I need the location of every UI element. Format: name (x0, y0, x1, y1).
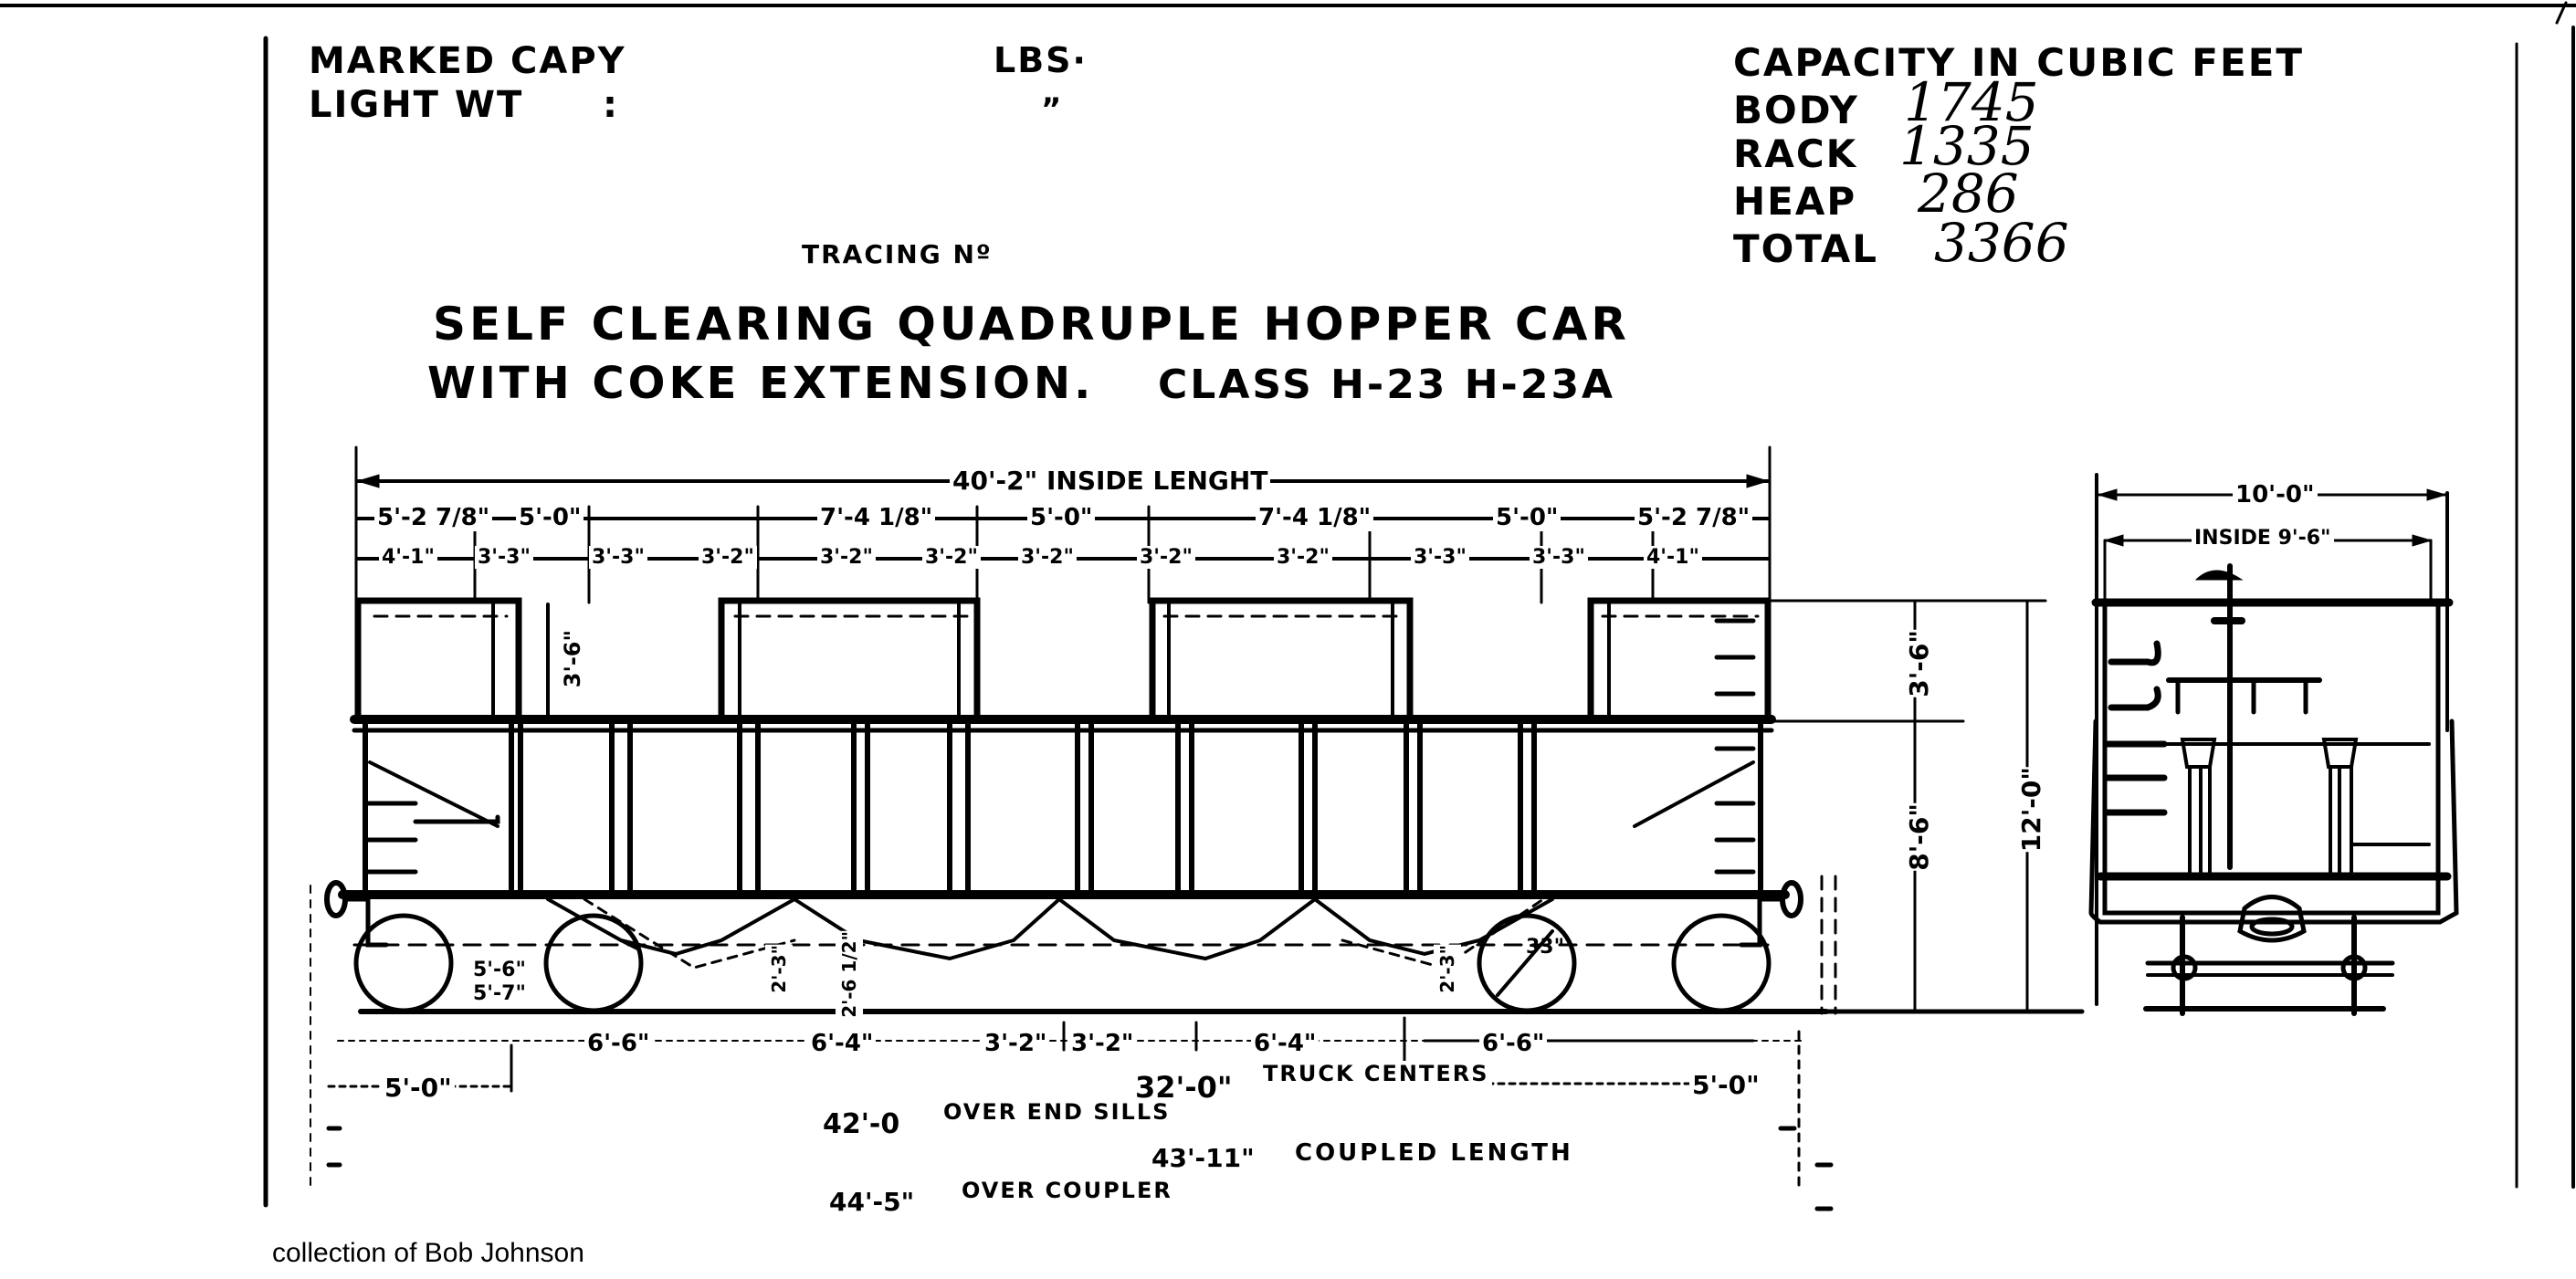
lower-dim-2: 3'-3" (475, 546, 533, 569)
capacity-total-label: TOTAL (1733, 226, 1879, 271)
drawing-title-line-2: WITH COKE EXTENSION. (427, 358, 1095, 409)
extension-height-dimension-right: 3'-6" (1901, 630, 1937, 697)
lower-dim-7: 3'-2" (1018, 546, 1077, 569)
capacity-heap-label: HEAP (1733, 179, 1857, 224)
inside-length-dimension: 40'-2" INSIDE LENGHT (950, 466, 1271, 496)
overhang-right-dimension: 5'-0" (1689, 1070, 1762, 1100)
lower-dim-8: 3'-2" (1137, 546, 1195, 569)
drawing-title-line-1: SELF CLEARING QUADRUPLE HOPPER CAR (433, 298, 1630, 351)
bottom-dim-3: 3'-2" (982, 1030, 1050, 1057)
end-view-outside-width: 10'-0" (2233, 481, 2318, 508)
capacity-total-value: 3366 (1934, 212, 2069, 274)
light-weight-colon: : (603, 84, 619, 126)
marked-capacity-label: MARKED CAPY (309, 40, 626, 82)
lower-dim-4: 3'-2" (699, 546, 757, 569)
lower-dim-9: 3'-2" (1274, 546, 1332, 569)
capacity-body-value: 1745 (1904, 71, 2039, 133)
lbs-ditto-mark: ” (1041, 91, 1064, 128)
capacity-title: CAPACITY IN CUBIC FEET (1733, 40, 2305, 85)
upper-dim-1: 5'-2 7/8" (374, 504, 493, 531)
tracing-number-label: TRACING Nº (802, 239, 993, 269)
capacity-body-label: BODY (1733, 88, 1859, 132)
upper-dim-4: 5'-0" (1027, 504, 1096, 531)
truck-centers-label: TRUCK CENTERS (1260, 1061, 1492, 1086)
bottom-dim-2: 6'-4" (808, 1030, 877, 1057)
over-end-sills-value: 42'-0 (820, 1108, 903, 1140)
lower-dim-3: 3'-3" (589, 546, 647, 569)
hopper-clearance-1: 2'-3" (765, 945, 793, 993)
lower-dim-1: 4'-1" (379, 546, 437, 569)
lower-dim-12: 4'-1" (1644, 546, 1702, 569)
wheel-dim-lower: 5'-7" (470, 982, 529, 1005)
body-height-dimension: 8'-6" (1901, 803, 1937, 871)
coupled-length-value: 43'-11" (1149, 1143, 1257, 1173)
over-end-sills-label: OVER END SILLS (941, 1099, 1173, 1125)
overall-height-dimension: 12'-0" (2013, 767, 2049, 853)
upper-dim-7: 5'-2 7/8" (1635, 504, 1753, 531)
wheel-diameter-dimension: 33" (1526, 936, 1565, 959)
wheel-1 (353, 913, 454, 1013)
lower-dim-10: 3'-3" (1411, 546, 1469, 569)
capacity-rack-label: RACK (1733, 131, 1858, 176)
end-view-inside-width: INSIDE 9'-6" (2192, 527, 2334, 550)
upper-dim-2: 5'-0" (516, 504, 584, 531)
coupled-length-label: COUPLED LENGTH (1292, 1139, 1576, 1167)
collection-credit: collection of Bob Johnson (272, 1238, 584, 1268)
capacity-rack-value: 1335 (1899, 115, 2035, 177)
bottom-dim-6: 6'-6" (1479, 1030, 1548, 1057)
light-weight-label: LIGHT WT (309, 84, 524, 126)
bottom-dim-5: 6'-4" (1251, 1030, 1320, 1057)
bottom-dim-1: 6'-6" (584, 1030, 653, 1057)
wheel-dim-upper: 5'-6" (470, 959, 529, 981)
hopper-clearance-2: 2'-6 1/2" (836, 931, 863, 1018)
lbs-label: LBS· (994, 40, 1088, 80)
upper-dim-3: 7'-4 1/8" (817, 504, 936, 531)
upper-dim-6: 5'-0" (1493, 504, 1561, 531)
upper-dim-5: 7'-4 1/8" (1256, 504, 1374, 531)
hopper-clearance-3: 2'-3" (1434, 945, 1461, 993)
bottom-dim-4: 3'-2" (1068, 1030, 1137, 1057)
extension-height-dimension: 3'-6" (557, 630, 588, 688)
truck-centers-value: 32'-0" (1132, 1070, 1235, 1105)
wheel-2 (543, 913, 644, 1013)
over-coupler-value: 44'-5" (826, 1187, 918, 1217)
drawing-class-label: CLASS H-23 H-23A (1158, 362, 1616, 408)
lower-dim-11: 3'-3" (1530, 546, 1588, 569)
wheel-4 (1671, 913, 1772, 1013)
overhang-left-dimension: 5'-0" (382, 1073, 455, 1103)
over-coupler-label: OVER COUPLER (959, 1178, 1175, 1203)
capacity-heap-value: 286 (1918, 162, 2019, 225)
lower-dim-6: 3'-2" (922, 546, 981, 569)
lower-dim-5: 3'-2" (817, 546, 876, 569)
